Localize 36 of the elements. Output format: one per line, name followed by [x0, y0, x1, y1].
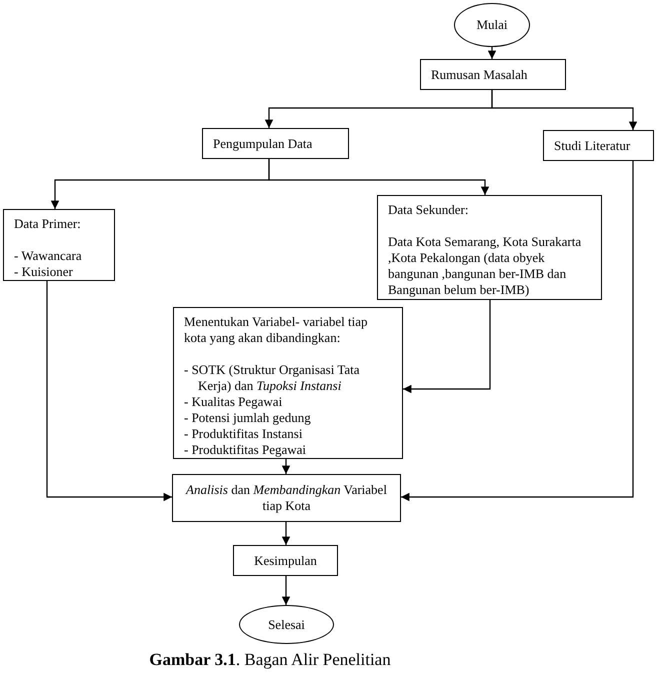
process-box [3, 209, 115, 281]
arrow [282, 576, 290, 605]
process-box [172, 474, 401, 522]
process-box [543, 130, 654, 161]
arrow [488, 47, 496, 59]
figure-caption: Gambar 3.1. Bagan Alir Penelitian [148, 650, 392, 670]
node-label: Kesimpulan [254, 552, 317, 568]
list-item: - Produktifitas Pegawai [184, 442, 308, 458]
arrow [403, 300, 491, 394]
node-label: Data Kota Semarang, Kota Surakarta ,Kota Pekalongan (data obyek bangunan ,bangunan ber-IMB dan Bangunan belum ber-IMB) [388, 234, 582, 298]
arrow [282, 522, 290, 545]
arrow [268, 159, 490, 195]
process-box [173, 307, 403, 459]
node-label: Mulai [476, 17, 508, 33]
node-label: Data Primer: [14, 216, 82, 232]
arrow [282, 459, 290, 474]
arrow [491, 90, 638, 130]
node-label: Studi Literatur [554, 138, 632, 154]
arrow [401, 161, 634, 502]
arrow [46, 281, 172, 502]
node-label: Pengumpulan Data [213, 136, 314, 152]
list-item: - Kuisioner [14, 264, 74, 280]
node-label: Rumusan Masalah [431, 66, 528, 82]
list-item: - Potensi jumlah gedung [184, 410, 312, 426]
list-item: - SOTK (Struktur Organisasi Tata Kerja) dan Tupoksi Instansi [184, 362, 361, 394]
node-label: Menentukan Variabel- variabel tiap kota yang akan dibandingkan: [184, 314, 368, 346]
node-label: Analisis dan Membandingkan Variabel tiap Kota [184, 482, 388, 514]
list-item: - Kualitas Pegawai [184, 394, 284, 410]
process-box [202, 128, 349, 159]
list-item: - Wawancara [14, 248, 83, 264]
process-box [420, 59, 566, 90]
node-label: Data Sekunder: [388, 202, 470, 218]
node-label: Selesai [268, 616, 305, 632]
list-item: - Produktifitas Instansi [184, 426, 304, 442]
process-box [233, 545, 338, 576]
process-box [377, 195, 602, 300]
